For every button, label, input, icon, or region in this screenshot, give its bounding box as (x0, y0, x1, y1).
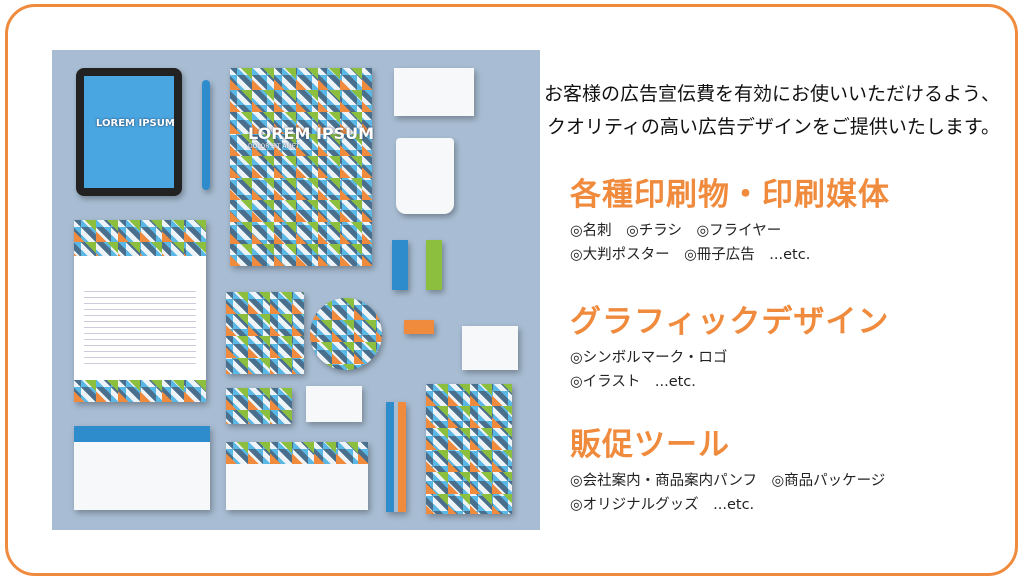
section-line: ◎名刺 ◎チラシ ◎フライヤー (570, 223, 782, 239)
tablet: LOREM IPSUM (76, 68, 182, 196)
envelope-long (226, 442, 368, 510)
letterhead (74, 220, 206, 402)
pencils (386, 402, 406, 512)
cd (310, 298, 382, 370)
lighter-blue (392, 240, 408, 290)
section-promo: 販促ツール ◎会社案内・商品案内パンフ ◎商品パッケージ ◎オリジナルグッズ .… (570, 425, 885, 517)
section-line: ◎大判ポスター ◎冊子広告 ...etc. (570, 247, 811, 263)
section-title: 各種印刷物・印刷媒体 (570, 177, 890, 213)
folder (226, 292, 304, 374)
pen (202, 80, 210, 190)
mug (396, 138, 454, 214)
flag (394, 68, 474, 116)
spiral-notebook (426, 384, 512, 514)
lead-line-1: お客様の広告宣伝費を有効にお使いいただけるよう、 (543, 83, 1000, 105)
section-print: 各種印刷物・印刷媒体 ◎名刺 ◎チラシ ◎フライヤー ◎大判ポスター ◎冊子広告… (570, 175, 890, 267)
section-title: 販促ツール (570, 427, 730, 463)
tablet-brand: LOREM IPSUM (96, 118, 175, 129)
section-line: ◎会社案内・商品案内パンフ ◎商品パッケージ (570, 473, 886, 489)
section-line: ◎シンボルマーク・ロゴ (570, 350, 728, 366)
envelope (74, 426, 210, 510)
lighter-green (426, 240, 442, 290)
section-title: グラフィックデザイン (570, 304, 890, 340)
lead-text: お客様の広告宣伝費を有効にお使いいただけるよう、 クオリティの高い広告デザインを… (440, 78, 1000, 144)
usb (404, 320, 434, 334)
section-line: ◎オリジナルグッズ ...etc. (570, 497, 755, 513)
section-graphic: グラフィックデザイン ◎シンボルマーク・ロゴ ◎イラスト ...etc. (570, 302, 889, 394)
section-line: ◎イラスト ...etc. (570, 374, 696, 390)
business-card (226, 388, 292, 424)
business-card-back (306, 386, 362, 422)
lead-line-2: クオリティの高い広告デザインをご提供いたします。 (547, 116, 1000, 138)
badge (462, 326, 518, 370)
notebook (230, 68, 372, 266)
